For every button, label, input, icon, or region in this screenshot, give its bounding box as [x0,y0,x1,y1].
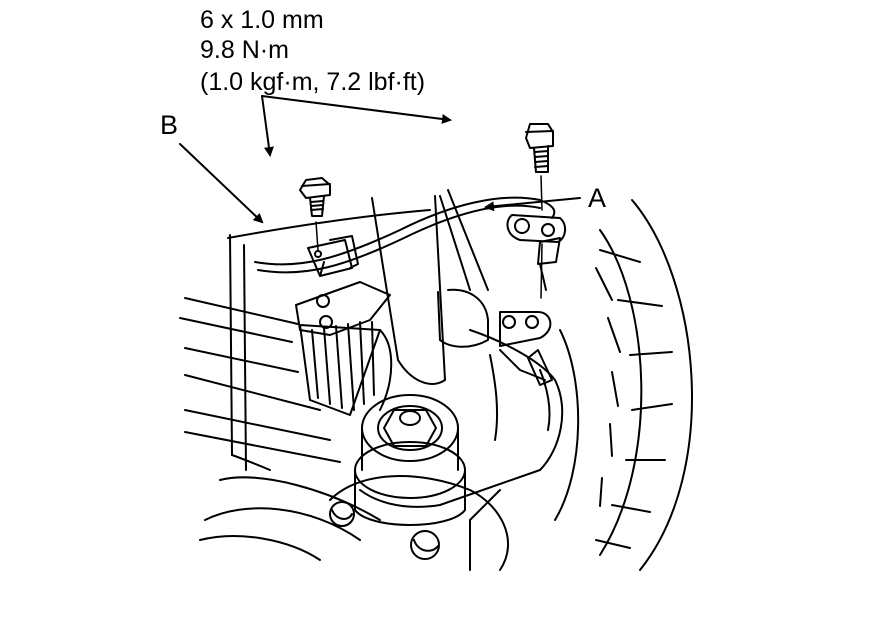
wire-clip-bracket [307,235,359,277]
callout-a: A [588,183,607,213]
torque-alt-label: (1.0 kgf·m, 7.2 lbf·ft) [200,68,426,96]
leader-arrow-torque [261,95,452,157]
flange-bolt-right [525,123,554,173]
wheel-sensor [506,214,566,291]
bolt-size-label: 6 x 1.0 mm [200,6,324,34]
flange-bolt-left [299,177,331,217]
cv-boot [299,321,393,416]
strut [371,189,489,385]
callout-b: B [160,110,179,140]
mounting-bracket [295,281,552,347]
leader-arrow-a [484,197,581,212]
brake-disc [554,199,693,571]
wheel-stud [329,501,440,560]
control-arm [179,297,341,463]
steering-knuckle [359,329,564,508]
leader-arrow-b [179,143,264,224]
sensor-wire [254,196,556,274]
torque-label: 9.8 N·m [200,36,289,64]
install-guide [315,175,543,299]
dust-shield [227,209,431,471]
hub-assembly [199,475,510,571]
ball-joint-nut [354,394,466,526]
